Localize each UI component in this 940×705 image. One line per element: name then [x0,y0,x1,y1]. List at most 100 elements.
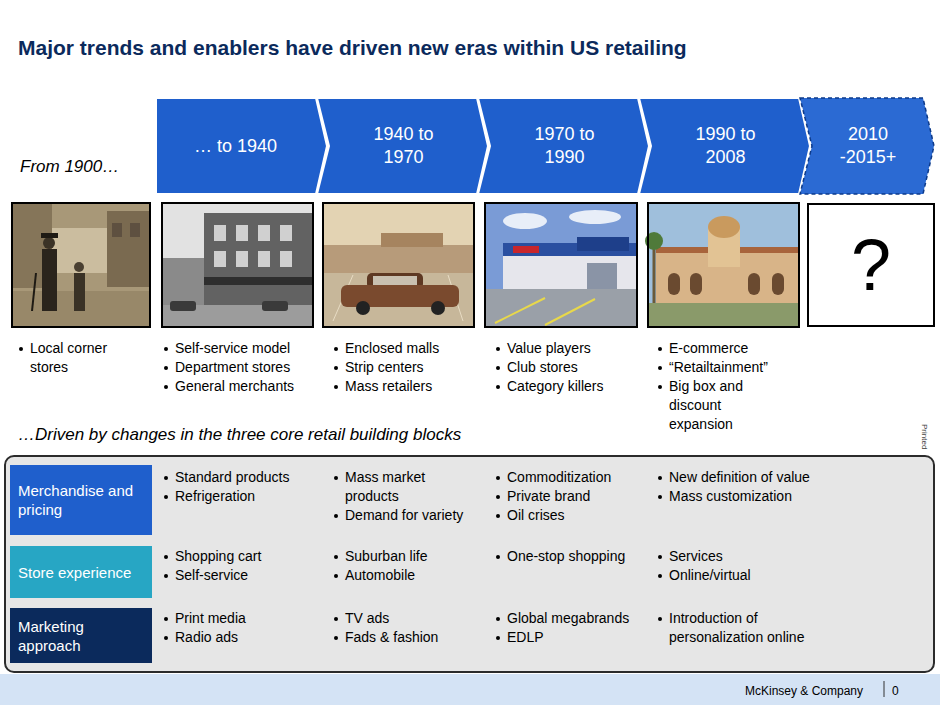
bullet-item: New definition of value [657,468,829,487]
bullet-dot [658,495,662,499]
bullet-text: Fads & fashion [345,629,438,645]
node-label: 1990 to 2008 [684,123,768,169]
bullet-text: Category killers [507,378,603,394]
bullet-text: Print media [175,610,246,626]
block-header: Store experience [10,546,152,598]
label-line: Printed [918,424,936,484]
bullet-item: General merchants [163,377,315,396]
bullet-dot [164,636,168,640]
bullet-text: Introduction of personalization online [669,610,804,645]
chevron-shape [477,97,650,195]
bullet-text: Demand for variety [345,507,463,523]
photo-mall-parking [323,203,474,327]
bullet-text: Mass market products [345,469,425,504]
bullet-dot [496,495,500,499]
photo-cloud [503,213,547,229]
bullet-text: Enclosed malls [345,340,439,356]
bullet-text: One-stop shopping [507,548,625,564]
photo-sky [162,203,313,327]
bullet-list: Standard productsRefrigeration [163,468,323,506]
bullet-item: Online/virtual [657,566,829,585]
bullet-text: EDLP [507,629,544,645]
bullet-text: Private brand [507,488,590,504]
bullet-text: Club stores [507,359,578,375]
era-chevron: 1940 to 1970 [316,97,489,195]
bullet-list: Suburban lifeAutomobile [333,547,475,585]
bullet-text: E-commerce [669,340,748,356]
bullet-dot [658,617,662,621]
bullet-item: Fads & fashion [333,628,475,647]
label-line: McKinsey & Company [745,681,880,699]
bullet-text: Online/virtual [669,567,751,583]
bullet-text: Mass retailers [345,378,432,394]
text-label: McKinsey & Company [745,681,880,699]
chevron-outline [156,98,327,194]
photo-ground [648,303,799,327]
bullet-item: Mass retailers [333,377,483,396]
photo-building [107,211,150,287]
bullet-item: Global megabrands [495,609,647,628]
photo-big-box-store [485,203,637,327]
bullet-text: New definition of value [669,469,810,485]
bullet-text: Shopping cart [175,548,261,564]
bullet-item: Strip centers [333,358,483,377]
bullet-dot [658,347,662,351]
plain-label: Printed [920,424,929,449]
photo-wheel [431,301,445,315]
bullet-item: Radio ads [163,628,323,647]
bullet-item: Big box and discount expansion [657,377,767,434]
bullet-dot [496,617,500,621]
bullet-item: TV ads [333,609,475,628]
chevron-outline [478,98,649,194]
photo-window [130,223,140,237]
bullet-text: Local corner stores [30,340,107,375]
text-label: 0 [892,681,912,699]
photo-cane [32,273,36,311]
photo-frame [648,203,799,327]
node-label: 1970 to 1990 [523,123,607,169]
unknown-era-box: ? [807,203,935,327]
bullet-item: Standard products [163,468,323,487]
bullet-dot [496,347,500,351]
photo-window [236,225,248,241]
node-label: Marketing approach [18,617,144,655]
bullet-text: TV ads [345,610,389,626]
photo-sky [323,203,474,327]
bullet-item: Club stores [495,358,645,377]
bullet-text: Global megabrands [507,610,629,626]
photo-window [214,251,226,267]
bullet-list: Mass market productsDemand for variety [333,468,475,525]
photo-cloud [569,210,621,224]
bullet-list: Introduction of personalization online [657,609,829,647]
photo-car [170,301,196,311]
chevron-shape [799,97,935,195]
photo-store-sign [513,246,539,253]
bullet-item: Shopping cart [163,547,323,566]
chevron-outline [800,98,934,194]
bullet-list: Global megabrandsEDLP [495,609,647,647]
photo-lot [485,289,637,327]
photo-frame [12,203,150,327]
photo-lot-line [545,299,595,325]
photo-window [280,225,292,241]
bullet-list: Print mediaRadio ads [163,609,323,647]
bullet-item: Commoditization [495,468,647,487]
bullet-item: Value players [495,339,645,358]
photo-arch [748,273,760,295]
bullet-item: Print media [163,609,323,628]
bullet-item: “Retailtainment” [657,358,767,377]
photo-window [112,223,122,237]
block-header: Merchandise and pricing [10,465,152,535]
photo-window [214,225,226,241]
bullet-item: Mass market products [333,468,475,506]
bullet-item: Suburban life [333,547,475,566]
bullet-item: E-commerce [657,339,767,358]
photo-sky [485,203,637,327]
bullet-dot [334,636,338,640]
question-mark: ? [851,225,891,305]
bullet-dot [334,514,338,518]
photo-window [258,251,270,267]
bullet-text: Big box and discount expansion [669,378,743,432]
bullet-text: Commoditization [507,469,611,485]
era-chevron: 1990 to 2008 [638,97,811,195]
